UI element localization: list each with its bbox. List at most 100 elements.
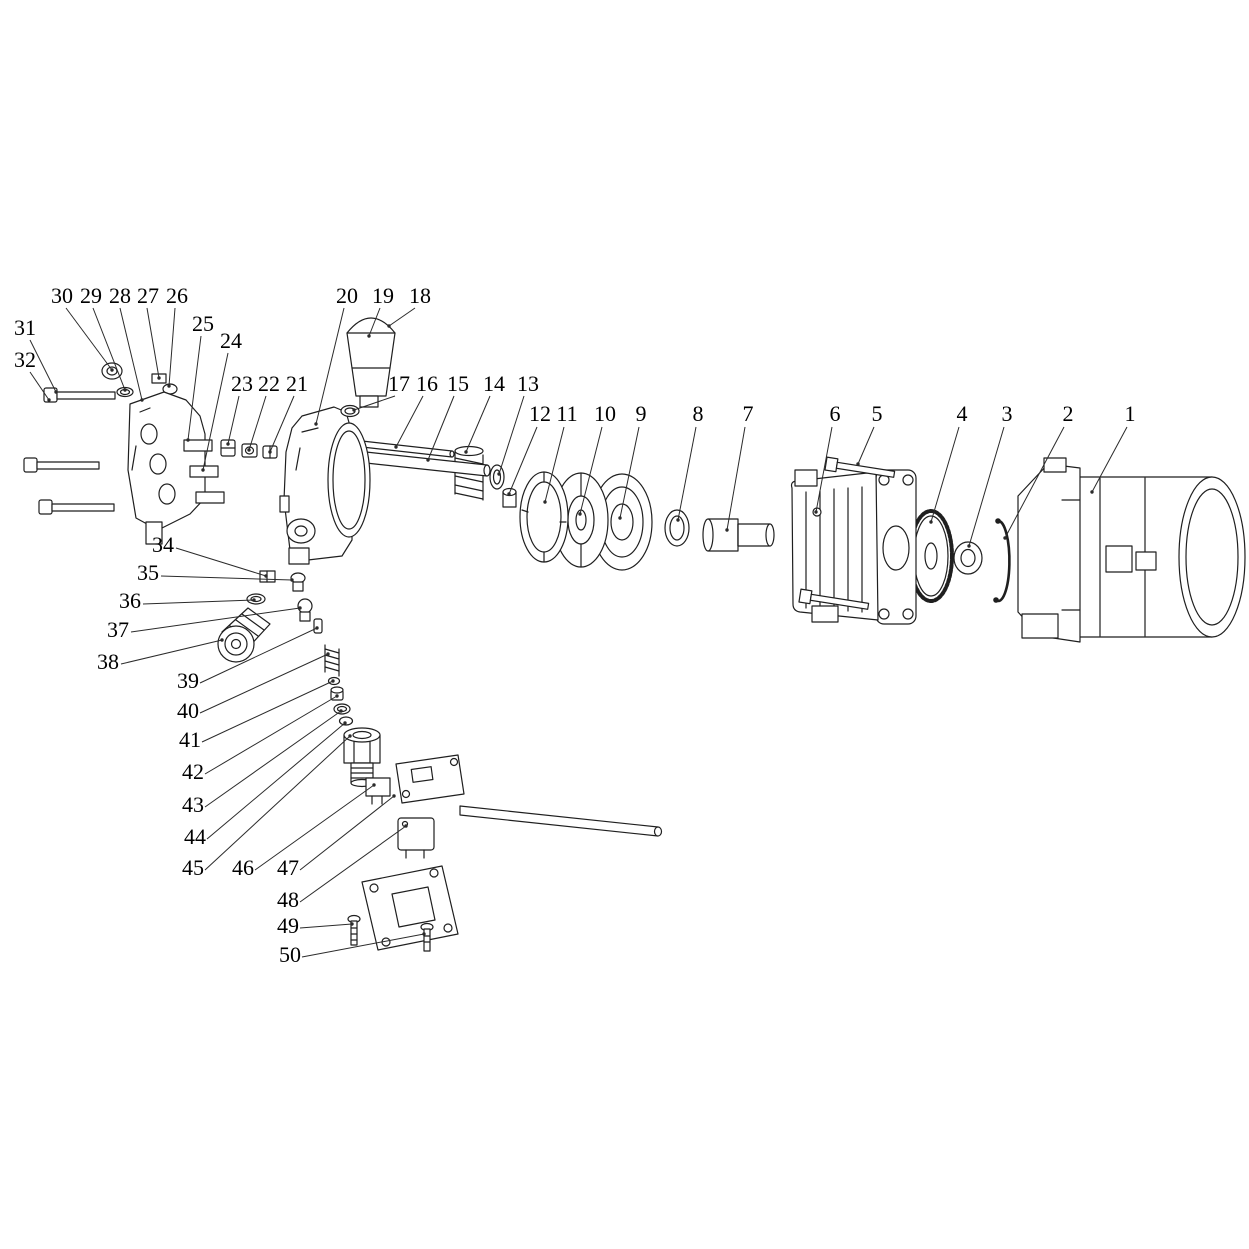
part-label-48: 48 <box>277 887 299 912</box>
leader-line-49 <box>299 923 353 929</box>
part-label-19: 19 <box>372 283 394 308</box>
leader-dot-47 <box>392 794 396 798</box>
part-31-32-bolts <box>23 387 116 515</box>
leader-line-48 <box>299 825 407 903</box>
leader-dot-30 <box>110 368 114 372</box>
part-label-11: 11 <box>556 401 577 426</box>
leader-line-42 <box>204 695 338 775</box>
part-9-bearing <box>591 473 653 571</box>
leader-line-31 <box>29 339 57 393</box>
part-7-coupler <box>702 518 775 552</box>
leader-line-46 <box>254 784 375 871</box>
part-2-circlip <box>993 518 1011 603</box>
label-layer: 1234567891011121314151617181920212223242… <box>14 283 1136 967</box>
part-label-23: 23 <box>231 371 253 396</box>
leader-dot-22 <box>247 448 251 452</box>
leader-dot-10 <box>578 512 582 516</box>
leader-line-4 <box>930 426 960 523</box>
leader-line-39 <box>199 627 318 684</box>
leader-line-44 <box>206 722 346 840</box>
leader-line-8 <box>677 426 697 521</box>
leader-line-28 <box>119 307 143 401</box>
part-label-12: 12 <box>529 401 551 426</box>
leader-line-35 <box>160 575 293 581</box>
part-label-14: 14 <box>483 371 505 396</box>
part-label-45: 45 <box>182 855 204 880</box>
part-12-cap <box>502 487 517 508</box>
leader-line-37 <box>130 607 301 633</box>
part-manifold <box>101 362 225 545</box>
part-label-9: 9 <box>636 401 647 426</box>
leader-dot-21 <box>268 450 272 454</box>
leader-dot-16 <box>394 445 398 449</box>
leader-dot-39 <box>315 626 319 630</box>
part-label-17: 17 <box>388 371 410 396</box>
part-label-6: 6 <box>830 401 841 426</box>
part-label-7: 7 <box>743 401 754 426</box>
leader-dot-14 <box>464 450 468 454</box>
leader-line-1 <box>1091 426 1128 493</box>
leader-line-16 <box>395 395 424 448</box>
part-actuator-rod <box>459 805 663 837</box>
part-11-race <box>519 471 569 563</box>
part-1-motor <box>1017 457 1246 643</box>
part-44-washer <box>338 716 354 726</box>
part-8-ring <box>664 509 690 547</box>
leader-line-22 <box>248 395 267 451</box>
leader-line-12 <box>508 426 538 495</box>
part-label-47: 47 <box>277 855 299 880</box>
leader-line-18 <box>388 307 416 327</box>
leader-line-26 <box>168 307 176 387</box>
part-label-42: 42 <box>182 759 204 784</box>
part-label-37: 37 <box>107 617 129 642</box>
part-label-50: 50 <box>279 942 301 967</box>
part-label-8: 8 <box>693 401 704 426</box>
leader-line-19 <box>368 307 381 337</box>
leader-dot-35 <box>290 578 294 582</box>
leader-dot-46 <box>372 783 376 787</box>
leader-dot-15 <box>426 458 430 462</box>
leader-line-5 <box>857 426 875 465</box>
part-label-28: 28 <box>109 283 131 308</box>
leader-dot-12 <box>507 492 511 496</box>
part-35-valve <box>290 572 306 592</box>
leader-line-21 <box>269 395 295 453</box>
part-label-43: 43 <box>182 792 204 817</box>
leader-dot-50 <box>422 932 426 936</box>
part-label-20: 20 <box>336 283 358 308</box>
leader-line-3 <box>968 426 1005 547</box>
leader-dot-6 <box>814 510 818 514</box>
part-label-46: 46 <box>232 855 254 880</box>
part-17-oring <box>340 404 360 418</box>
part-20-pump-body <box>279 406 371 565</box>
part-label-29: 29 <box>80 283 102 308</box>
leader-dot-23 <box>226 442 230 446</box>
part-label-40: 40 <box>177 698 199 723</box>
leader-line-11 <box>544 426 565 503</box>
leader-dot-43 <box>339 709 343 713</box>
part-label-36: 36 <box>119 588 141 613</box>
leader-dot-8 <box>676 518 680 522</box>
leader-dot-2 <box>1003 536 1007 540</box>
leader-line-43 <box>204 710 342 808</box>
leader-dot-11 <box>543 500 547 504</box>
leader-dot-44 <box>343 721 347 725</box>
part-48-microswitch <box>397 817 435 859</box>
leader-line-23 <box>227 395 240 445</box>
leader-dot-25 <box>186 438 190 442</box>
part-lower-bracket <box>361 865 459 951</box>
leader-line-17 <box>353 395 396 411</box>
part-13-washer <box>489 464 505 490</box>
part-label-49: 49 <box>277 913 299 938</box>
part-label-30: 30 <box>51 283 73 308</box>
part-6-front-housing <box>790 469 917 625</box>
leader-line-9 <box>619 426 640 519</box>
leader-line-24 <box>202 352 229 471</box>
leader-line-36 <box>142 599 255 605</box>
part-label-25: 25 <box>192 311 214 336</box>
part-18-19-knob <box>346 317 396 408</box>
leader-dot-45 <box>348 734 352 738</box>
part-label-32: 32 <box>14 347 36 372</box>
leader-dot-49 <box>350 922 354 926</box>
